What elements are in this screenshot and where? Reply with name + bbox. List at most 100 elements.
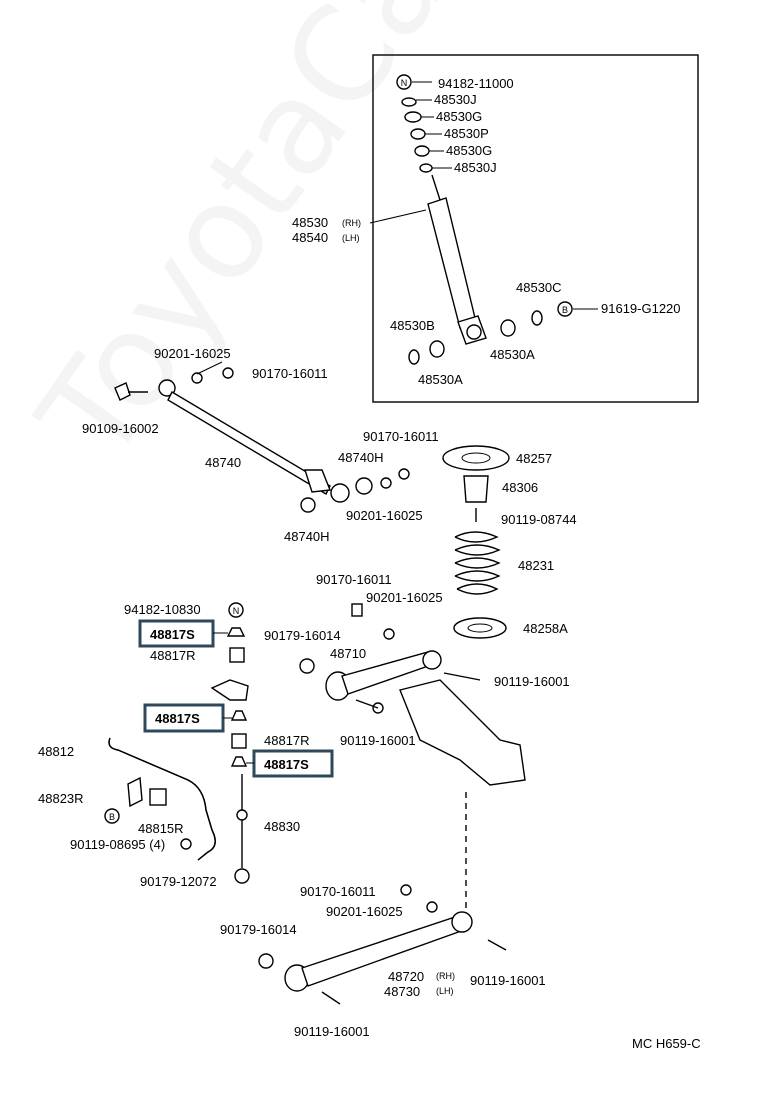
part-drawing <box>300 497 316 513</box>
label-90119-16001: 90119-16001 <box>494 674 570 689</box>
label-48530J: 48530J <box>454 160 497 175</box>
part-drawing <box>180 838 192 850</box>
part-drawing <box>442 445 510 471</box>
part-drawing <box>321 991 341 1005</box>
label-90201-16025: 90201-16025 <box>326 904 403 919</box>
part-drawing <box>383 628 395 640</box>
part-drawing <box>258 953 274 969</box>
label-48817S: 48817S <box>155 711 200 726</box>
part-drawing <box>299 658 315 674</box>
part-drawing <box>431 174 441 201</box>
label-48530: 48530 <box>292 215 328 230</box>
label-48740H: 48740H <box>338 450 384 465</box>
label-48540: 48540 <box>292 230 328 245</box>
label-48823R: 48823R <box>38 791 84 806</box>
part-drawing <box>114 382 131 401</box>
part-drawing <box>463 475 489 503</box>
label-90119-16001: 90119-16001 <box>294 1024 370 1039</box>
part-drawing <box>399 679 526 786</box>
part-drawing <box>236 809 248 821</box>
part-drawing <box>398 468 410 480</box>
part-drawing <box>167 391 331 495</box>
part-drawing <box>451 911 473 933</box>
part-drawing <box>230 756 248 767</box>
part-drawing <box>410 128 426 140</box>
part-drawing <box>401 97 417 107</box>
label-90119-16001: 90119-16001 <box>340 733 416 748</box>
shock-absorber-body <box>427 197 477 329</box>
label-48530C: 48530C <box>516 280 562 295</box>
part-drawing <box>380 477 392 489</box>
part-drawing <box>330 483 350 503</box>
part-drawing <box>466 324 482 340</box>
label-48258A: 48258A <box>523 621 568 636</box>
diagram-label: B <box>109 812 115 822</box>
label-48817S: 48817S <box>264 757 309 772</box>
label-90170-16011: 90170-16011 <box>300 884 376 899</box>
part-drawing <box>127 776 143 808</box>
part-drawing <box>226 627 246 637</box>
stabilizer-bar-parts: N B <box>104 602 250 884</box>
part-drawing <box>222 367 234 379</box>
diagram-label: (LH) <box>436 986 454 996</box>
part-drawing <box>443 672 481 681</box>
lateral-rod-and-axle <box>299 603 526 910</box>
label-90179-12072: 90179-12072 <box>140 874 217 889</box>
label-48740: 48740 <box>205 455 241 470</box>
diagram-label: N <box>401 78 408 88</box>
part-drawing <box>500 319 516 337</box>
part-drawing <box>426 901 438 913</box>
label-48530B: 48530B <box>390 318 435 333</box>
label-90109-16002: 90109-16002 <box>82 421 159 436</box>
diagram-label: B <box>562 305 568 315</box>
part-drawing <box>158 379 176 397</box>
label-48530G: 48530G <box>436 109 482 124</box>
label-90119-16001: 90119-16001 <box>470 973 546 988</box>
label-90201-16025: 90201-16025 <box>346 508 423 523</box>
label-90119-08695: 90119-08695 (4) <box>70 837 165 852</box>
label-48730: 48730 <box>384 984 420 999</box>
label-48530A: 48530A <box>418 372 463 387</box>
part-drawing <box>487 939 507 951</box>
label-94182-10830: 94182-10830 <box>124 602 201 617</box>
label-48530G: 48530G <box>446 143 492 158</box>
part-drawing <box>355 477 373 495</box>
label-48817S: 48817S <box>150 627 195 642</box>
part-drawing <box>229 647 245 663</box>
label-90170-16011: 90170-16011 <box>363 429 439 444</box>
part-drawing <box>414 145 430 157</box>
part-drawing <box>422 650 442 670</box>
part-drawing <box>191 372 203 384</box>
label-48257: 48257 <box>516 451 552 466</box>
part-drawing <box>231 733 247 749</box>
part-drawing <box>408 349 420 365</box>
part-drawing <box>454 531 501 595</box>
part-drawing <box>404 111 422 123</box>
label-90170-16011: 90170-16011 <box>316 572 392 587</box>
label-48720: 48720 <box>388 969 424 984</box>
label-48740H: 48740H <box>284 529 330 544</box>
label-48817R: 48817R <box>150 648 196 663</box>
label-90179-16014: 90179-16014 <box>264 628 341 643</box>
part-drawing <box>304 469 331 493</box>
bolt-part-icon <box>557 301 573 317</box>
nut-part-icon <box>396 74 412 90</box>
label-90201-16025: 90201-16025 <box>154 346 231 361</box>
label-48530P: 48530P <box>444 126 489 141</box>
diagram-label: (LH) <box>342 233 360 243</box>
diagram-code-label: MC H659-C <box>632 1036 701 1051</box>
part-drawing <box>419 163 433 173</box>
part-drawing <box>351 603 363 617</box>
part-drawing <box>461 452 491 464</box>
label-48817R: 48817R <box>264 733 310 748</box>
part-drawing <box>429 340 445 358</box>
diagram-label: (RH) <box>342 218 361 228</box>
label-48830: 48830 <box>264 819 300 834</box>
label-90201-16025: 90201-16025 <box>366 590 443 605</box>
label-48812: 48812 <box>38 744 74 759</box>
part-drawing <box>230 710 248 721</box>
label-91619-G1220: 91619-G1220 <box>601 301 681 316</box>
part-drawing <box>531 310 543 326</box>
label-48231: 48231 <box>518 558 554 573</box>
